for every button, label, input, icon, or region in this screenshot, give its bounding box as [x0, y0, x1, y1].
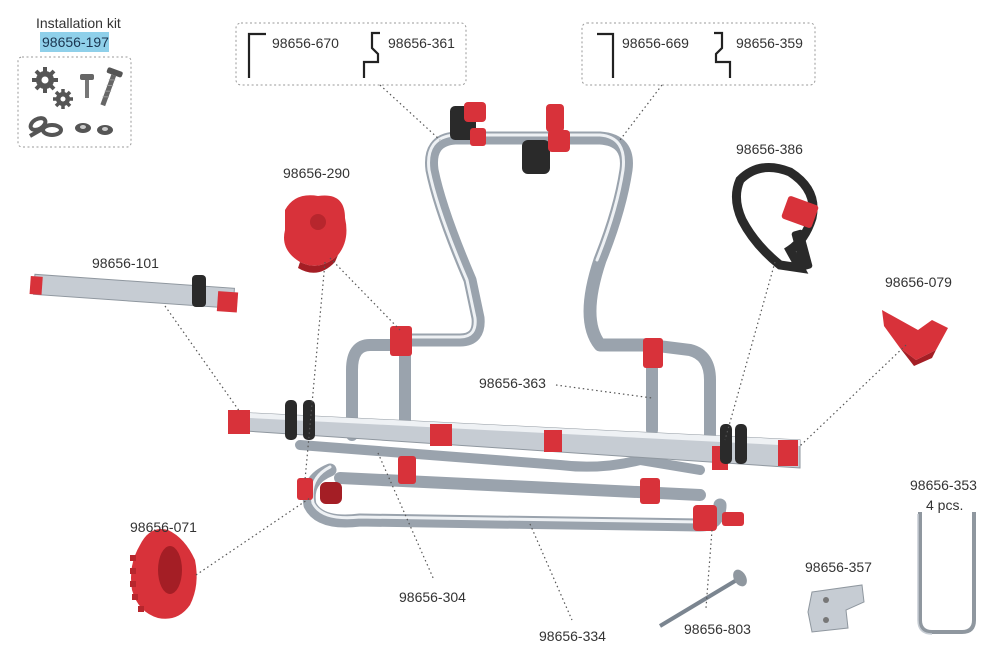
part-quantity-353: 4 pcs.	[926, 497, 963, 513]
mounting-plate-357	[807, 584, 865, 633]
part-label-98656-290[interactable]: 98656-290	[283, 165, 350, 181]
part-label-98656-357[interactable]: 98656-357	[805, 559, 872, 575]
u-bolt-353	[917, 512, 976, 635]
profile-box-left: 98656-670 98656-361	[235, 22, 467, 86]
kit-part-highlight	[40, 32, 109, 52]
kit-part-number[interactable]: 98656-197	[42, 34, 109, 50]
part-label-98656-669[interactable]: 98656-669	[622, 35, 689, 51]
installation-kit-title: Installation kit	[36, 15, 121, 31]
part-label-98656-803[interactable]: 98656-803	[684, 621, 751, 637]
profile-box-frame	[581, 22, 816, 86]
part-label-98656-101[interactable]: 98656-101	[92, 255, 159, 271]
screw-icon	[80, 67, 123, 107]
frame-clamps	[297, 102, 744, 531]
angle-profile-icon	[597, 32, 615, 78]
part-label-98656-071[interactable]: 98656-071	[130, 519, 197, 535]
bolt-803	[658, 569, 747, 628]
star-knob-290	[284, 195, 347, 273]
leader-lines	[164, 84, 907, 621]
gear-icon	[32, 67, 73, 109]
profile-box-frame	[235, 22, 467, 86]
kit-icon-box	[17, 56, 132, 148]
part-label-98656-334[interactable]: 98656-334	[539, 628, 606, 644]
main-wheel-rail	[228, 400, 801, 470]
holder-079	[882, 310, 948, 366]
zigzag-profile-icon	[714, 31, 732, 78]
nut-icon	[75, 123, 113, 135]
part-label-98656-386[interactable]: 98656-386	[736, 141, 803, 157]
bike-carrier-frame	[295, 131, 727, 532]
angle-profile-icon	[247, 32, 266, 78]
part-label-98656-359[interactable]: 98656-359	[736, 35, 803, 51]
zigzag-profile-icon	[362, 31, 380, 78]
grip-071	[130, 529, 197, 619]
profile-box-right: 98656-669 98656-359	[581, 22, 816, 86]
installation-kit: Installation kit 98656-197	[17, 15, 132, 148]
strap-386	[732, 163, 819, 274]
part-label-98656-670[interactable]: 98656-670	[272, 35, 339, 51]
part-label-98656-304[interactable]: 98656-304	[399, 589, 466, 605]
part-label-98656-361[interactable]: 98656-361	[388, 35, 455, 51]
part-label-98656-363[interactable]: 98656-363	[479, 375, 546, 391]
part-label-98656-353[interactable]: 98656-353	[910, 477, 977, 493]
part-label-98656-079[interactable]: 98656-079	[885, 274, 952, 290]
part-labels: 98656-290 98656-101 98656-386 98656-079 …	[92, 141, 977, 644]
chain-link-icon	[28, 116, 63, 138]
wheel-rail-101	[29, 273, 239, 313]
